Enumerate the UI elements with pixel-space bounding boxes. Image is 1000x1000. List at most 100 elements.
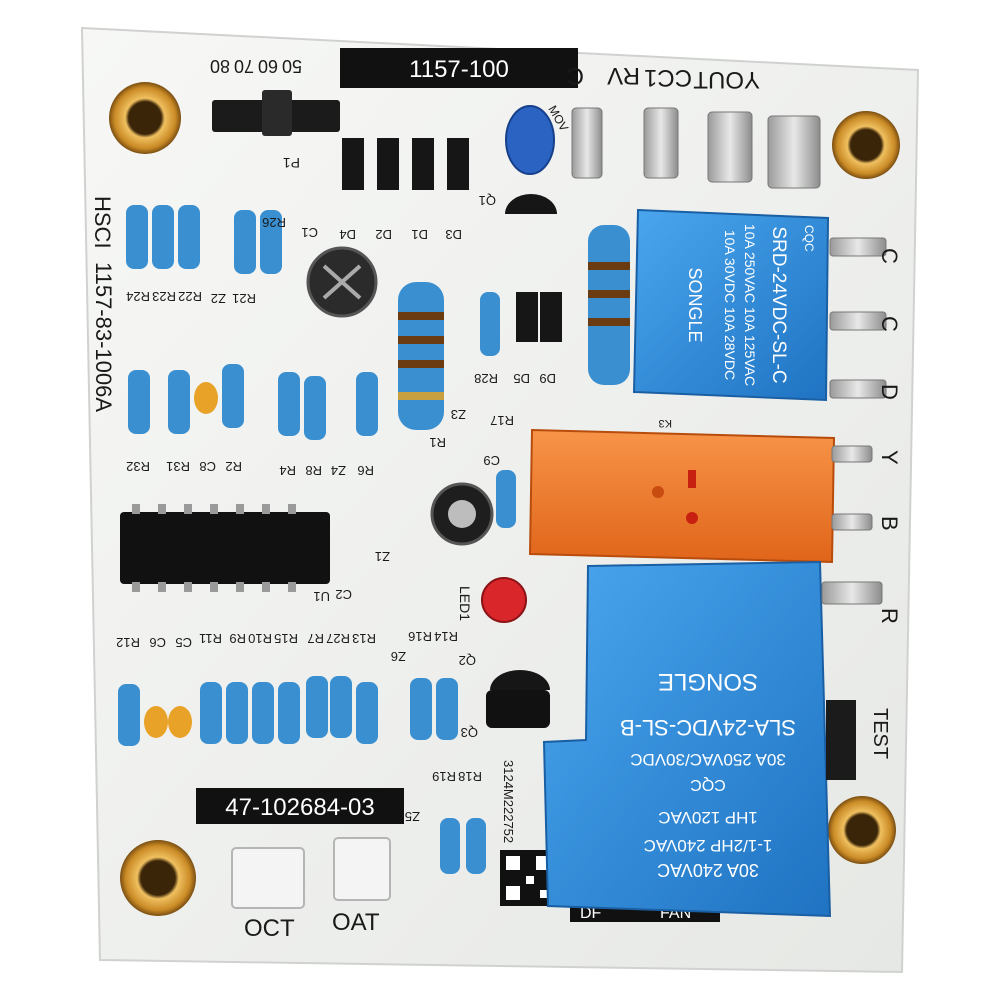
relay-large-rating-3: 1HP 120VAC bbox=[658, 808, 758, 827]
relay-small-rating-1: 10A 250VAC 10A 125VAC bbox=[742, 224, 758, 386]
svg-text:R17: R17 bbox=[490, 413, 514, 428]
svg-text:D4: D4 bbox=[339, 227, 356, 242]
svg-text:Q2: Q2 bbox=[459, 653, 476, 668]
oct-label: OCT bbox=[244, 915, 295, 942]
svg-text:R23: R23 bbox=[152, 289, 176, 304]
small-resistors-mid bbox=[128, 364, 516, 528]
spade-terminals-right bbox=[821, 237, 887, 605]
svg-text:R: R bbox=[877, 608, 902, 624]
svg-text:D2: D2 bbox=[375, 227, 392, 242]
svg-text:Z6: Z6 bbox=[391, 649, 406, 664]
svg-text:Z2: Z2 bbox=[211, 291, 226, 306]
standoff-bottom-left bbox=[120, 840, 196, 916]
svg-text:R31: R31 bbox=[166, 459, 190, 474]
jumper-ref: P1 bbox=[283, 155, 300, 171]
ref-designators-low: U1 C2 Z1 R12 C6 C5 R11 R9 R10 R15 R7 R27… bbox=[116, 549, 482, 824]
svg-text:C: C bbox=[567, 62, 584, 89]
serial-vertical: 3124M222752 bbox=[501, 760, 516, 843]
svg-text:C: C bbox=[877, 316, 902, 332]
relay-large-cert: CQC bbox=[690, 776, 726, 793]
svg-text:C1: C1 bbox=[301, 225, 318, 240]
svg-text:R21: R21 bbox=[232, 291, 256, 306]
svg-text:R15: R15 bbox=[274, 631, 298, 646]
jumper-labels: 50 60 70 80 bbox=[210, 56, 302, 76]
oat-connector[interactable] bbox=[333, 837, 391, 901]
standoff-bottom-right bbox=[828, 796, 896, 864]
svg-text:R16: R16 bbox=[408, 629, 432, 644]
svg-text:R1: R1 bbox=[429, 435, 446, 450]
svg-text:C2: C2 bbox=[335, 587, 352, 602]
svg-text:RV: RV bbox=[607, 62, 640, 89]
relay-small-brand: SONGLE bbox=[685, 267, 705, 342]
led-label: LED1 bbox=[457, 586, 473, 621]
power-resistor-r1 bbox=[398, 282, 444, 430]
ref-designators-mid: R32 R31 C8 R2 R4 R8 Z4 R6 R1 Z3 R28 D5 D… bbox=[126, 371, 556, 478]
relay-large-rating-2: 1-1/2HP 240VAC bbox=[644, 836, 773, 855]
svg-text:R32: R32 bbox=[126, 459, 150, 474]
ref-designators-top: R24 R23 R22 Z2 R21 R26 C1 D4 D2 D1 D3 bbox=[126, 215, 462, 306]
mov-varistor bbox=[505, 105, 555, 175]
svg-text:R9: R9 bbox=[229, 631, 246, 646]
svg-text:C5: C5 bbox=[175, 635, 192, 650]
part-number-text: 1157-100 bbox=[409, 56, 509, 83]
svg-text:YOUT: YOUT bbox=[693, 66, 760, 93]
relay-large-rating-4: 30A 250VAC/30VDC bbox=[630, 750, 786, 769]
relay-large-brand: SONGLE bbox=[658, 668, 758, 695]
part-number-label bbox=[340, 48, 578, 88]
spade-terminals-top bbox=[571, 107, 821, 189]
resistor-r5 bbox=[588, 225, 630, 385]
svg-text:CC1: CC1 bbox=[644, 64, 692, 91]
svg-text:D1: D1 bbox=[411, 227, 428, 242]
relay-large-rating-1: 30A 240VAC bbox=[657, 860, 759, 880]
top-terminal-labels: C RV CC1 YOUT bbox=[567, 62, 760, 93]
right-terminal-labels: C C D Y B R bbox=[877, 248, 902, 624]
relay-small: SRD-24VDC-SL-C 10A 250VAC 10A 125VAC 10A… bbox=[632, 208, 830, 402]
svg-text:R7: R7 bbox=[307, 631, 324, 646]
relay-small-model: SRD-24VDC-SL-C bbox=[768, 226, 789, 383]
small-resistors-low bbox=[118, 676, 486, 874]
relay-small-rating-2: 10A 30VDC 10A 28VDC bbox=[722, 230, 738, 380]
test-label: TEST bbox=[869, 708, 891, 759]
maker-vertical: HSCI bbox=[90, 196, 115, 249]
dfrost-label: DF bbox=[580, 905, 602, 922]
svg-text:70: 70 bbox=[234, 56, 254, 76]
led-1[interactable] bbox=[481, 577, 527, 623]
svg-text:Y: Y bbox=[877, 450, 902, 465]
svg-text:C8: C8 bbox=[199, 459, 216, 474]
ic-u1 bbox=[120, 512, 330, 584]
standoff-top-right bbox=[832, 111, 900, 179]
assembly-number: 47-102684-03 bbox=[225, 794, 374, 821]
svg-text:Z4: Z4 bbox=[331, 463, 346, 478]
q1-transistor bbox=[505, 194, 557, 214]
svg-text:60: 60 bbox=[258, 56, 278, 76]
svg-text:D: D bbox=[877, 384, 902, 400]
standoff-top-left bbox=[109, 82, 181, 154]
svg-text:D5: D5 bbox=[513, 371, 530, 386]
k3-label: K3 bbox=[659, 417, 672, 429]
svg-text:U1: U1 bbox=[313, 589, 330, 604]
svg-text:R13: R13 bbox=[352, 631, 376, 646]
svg-text:C6: C6 bbox=[149, 635, 166, 650]
svg-text:80: 80 bbox=[210, 56, 230, 76]
capacitor-c8 bbox=[194, 382, 218, 414]
oct-connector[interactable] bbox=[231, 847, 305, 909]
svg-text:R11: R11 bbox=[199, 631, 222, 646]
svg-text:D9: D9 bbox=[539, 371, 556, 386]
svg-text:50: 50 bbox=[282, 56, 302, 76]
assembly-label bbox=[196, 788, 404, 824]
svg-text:R4: R4 bbox=[279, 463, 296, 478]
svg-text:Z5: Z5 bbox=[405, 809, 420, 824]
q3-transistor bbox=[486, 690, 550, 728]
svg-text:B: B bbox=[877, 516, 902, 531]
test-header[interactable] bbox=[826, 700, 856, 780]
relay-orange bbox=[528, 428, 836, 564]
diodes-d5-d9 bbox=[516, 292, 562, 342]
model-vertical: 1157-83-1006A bbox=[91, 262, 116, 412]
relay-small-cert: CQC bbox=[802, 225, 816, 252]
q2-transistor bbox=[490, 670, 550, 690]
diodes-top-row bbox=[342, 138, 469, 190]
svg-text:Z3: Z3 bbox=[451, 407, 466, 422]
svg-text:R8: R8 bbox=[305, 463, 322, 478]
svg-text:R6: R6 bbox=[357, 463, 374, 478]
svg-text:C9: C9 bbox=[483, 453, 500, 468]
